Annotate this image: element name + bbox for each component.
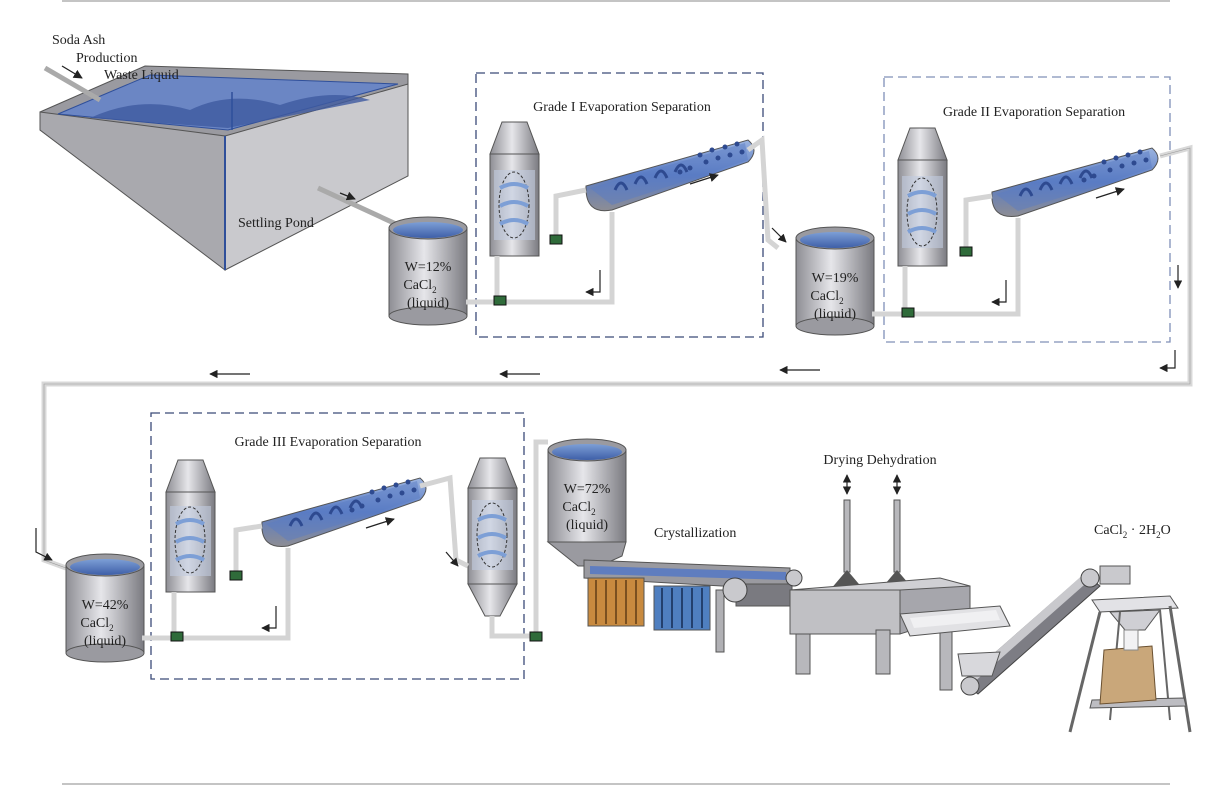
tank-w12-state: (liquid) — [407, 296, 449, 311]
stage2-title: Grade II Evaporation Separation — [943, 105, 1125, 120]
stage1-down-arrow — [771, 227, 787, 243]
stage3-return-arrow — [261, 606, 277, 633]
valve-2a — [901, 307, 915, 318]
bagging-station — [1068, 595, 1192, 733]
tank-w72-conc: W=72% — [564, 482, 611, 497]
stage1-recycle-pipe — [746, 135, 780, 250]
tank-w72-state: (liquid) — [566, 518, 608, 533]
settling-pond — [39, 65, 409, 272]
stage2-mid-pipe — [963, 193, 993, 252]
col4-in-arrow — [445, 551, 459, 567]
tank-w42-state: (liquid) — [84, 634, 126, 649]
valve-1a — [493, 295, 507, 306]
stage3-flow-arrow — [365, 517, 395, 529]
valve-3a — [170, 631, 184, 642]
tank-w72 — [546, 438, 627, 567]
corner-arrow-left — [35, 528, 53, 561]
production-label: Production — [76, 51, 137, 66]
evaporator-3 — [261, 477, 427, 547]
tank-w42-chem: CaCl2 — [80, 616, 113, 633]
settling-pond-label: Settling Pond — [238, 216, 314, 231]
tank-w42-conc: W=42% — [82, 598, 129, 613]
evaporator-1 — [585, 139, 755, 212]
valve-3b — [229, 570, 243, 581]
crystallization-label: Crystallization — [654, 526, 736, 541]
stage1-title: Grade I Evaporation Separation — [533, 100, 711, 115]
pond-outlet-arrow — [339, 191, 356, 201]
drying-label: Drying Dehydration — [823, 453, 936, 468]
valve-2b — [959, 246, 973, 257]
stage2-frame — [883, 76, 1171, 343]
stage3-to-col4-pipe — [419, 474, 470, 569]
dryer — [789, 499, 1011, 691]
tank-w12-conc: W=12% — [405, 260, 452, 275]
stage1-return-arrow — [585, 270, 601, 297]
stage1-frame — [475, 72, 764, 338]
separator-column-2 — [897, 127, 948, 267]
crossover-pipe-edge — [43, 147, 1191, 569]
evaporator-2 — [991, 147, 1159, 217]
tank-w19-chem: CaCl2 — [810, 289, 843, 306]
stage3-frame — [150, 412, 525, 680]
tank-w19-state: (liquid) — [814, 307, 856, 322]
separator-column-4 — [467, 457, 518, 617]
crystallizer — [583, 559, 803, 653]
stage2-feed-pipe — [872, 218, 1021, 317]
corner-arrow-right — [1159, 350, 1176, 373]
stage2-flow-arrow — [1095, 187, 1125, 199]
bucket-elevator — [957, 565, 1131, 696]
waste-liquid-label: Waste Liquid — [104, 68, 179, 83]
tank-w42 — [65, 553, 145, 663]
separator-column-1 — [489, 121, 540, 257]
product-label: CaCl2 · 2H2O — [1094, 523, 1171, 540]
stage1-flow-arrow — [689, 173, 719, 185]
inlet-arrow — [61, 65, 83, 79]
pond-outlet-pipe — [316, 185, 398, 227]
stage3-feed-pipe — [142, 548, 291, 641]
inlet-pipe — [43, 65, 102, 103]
tank-w72-chem: CaCl2 — [562, 500, 595, 517]
stage1-feed-pipe — [466, 212, 615, 305]
valve-3c — [529, 631, 543, 642]
tank-w12 — [388, 216, 468, 326]
tank-w19-conc: W=19% — [812, 271, 859, 286]
stage3-mid-pipe — [233, 523, 263, 576]
separator-column-3 — [165, 459, 216, 593]
soda-ash-label: Soda Ash — [52, 33, 105, 48]
stage2-return-arrow — [991, 280, 1007, 307]
stage3-title: Grade III Evaporation Separation — [235, 435, 422, 450]
valve-1b — [549, 234, 563, 245]
tank-w12-chem: CaCl2 — [403, 278, 436, 295]
stage1-mid-pipe — [553, 187, 587, 240]
tank-w19 — [795, 226, 875, 336]
